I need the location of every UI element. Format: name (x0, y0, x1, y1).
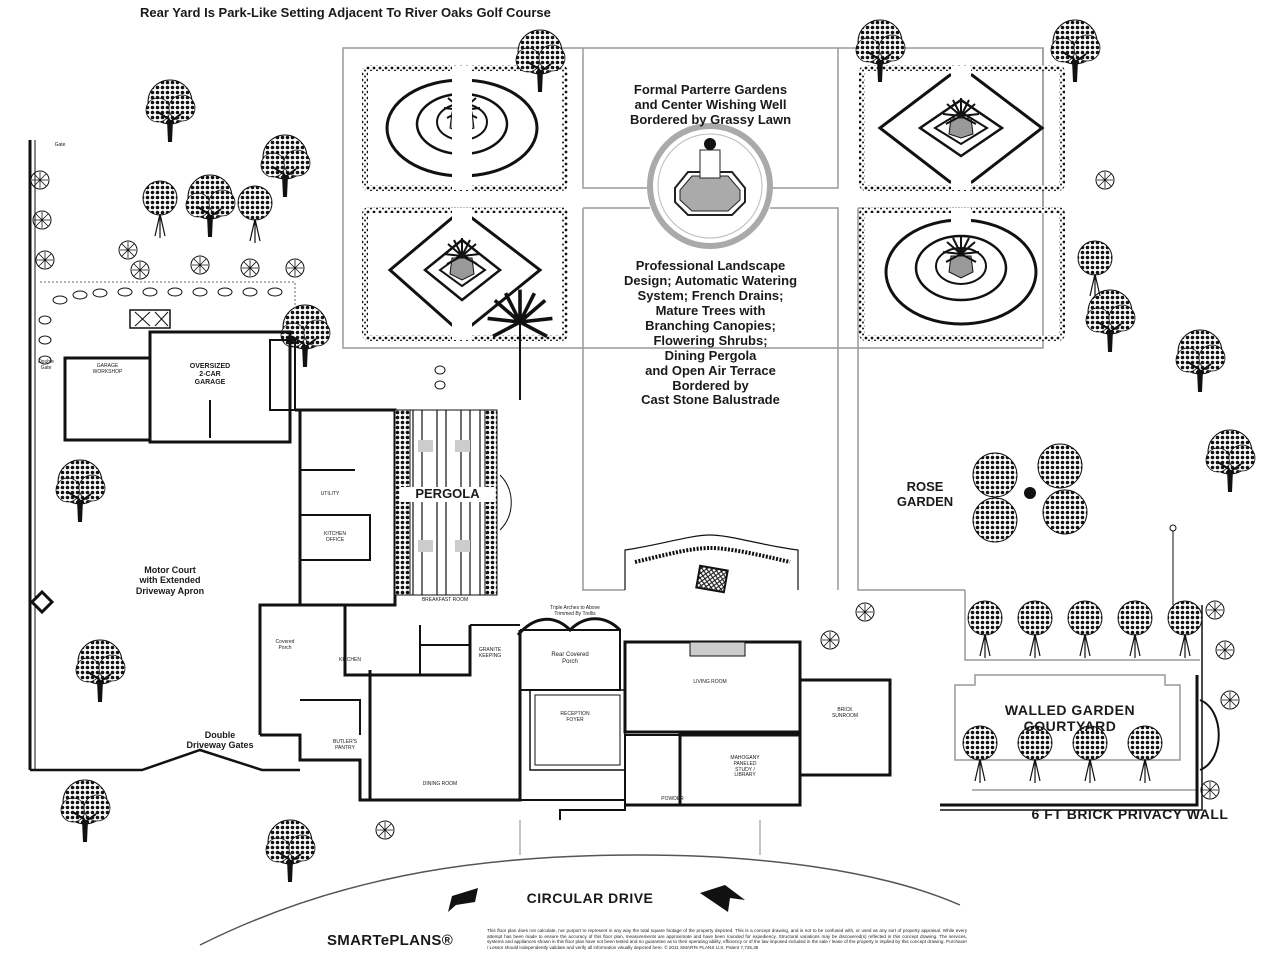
plan-title: Rear Yard Is Park-Like Setting Adjacent … (140, 5, 551, 20)
label-landscape-features: Professional Landscape Design; Automatic… (623, 258, 798, 408)
stepping-stones (38, 287, 446, 390)
balustrade-terrace (624, 534, 799, 594)
wishing-well (647, 123, 773, 249)
label-breakfast-room: BREAKFAST ROOM (421, 597, 469, 603)
rear-yard-boundary (342, 47, 1044, 591)
disclaimer-text: This floor plan does not calculate, nor … (487, 928, 967, 950)
arrow-left-icon (448, 888, 478, 912)
pergola (394, 409, 512, 596)
circular-drive (199, 820, 961, 946)
label-circular-drive: CIRCULAR DRIVE (526, 890, 654, 906)
parterre-garden-bottom-left (362, 207, 568, 341)
label-brick-sunroom: BRICK SUNROOM (831, 707, 859, 719)
label-covered-porch: Covered Porch (275, 639, 295, 651)
parterre-garden-top-left (362, 65, 568, 191)
label-kitchen-office: KITCHEN OFFICE (324, 531, 346, 543)
label-garage-workshop: GARAGE WORKSHOP (92, 363, 123, 375)
label-granite-keeping: GRANITE KEEPING (478, 647, 502, 659)
smarteplans-logo: SMARTePLANS® (327, 932, 454, 949)
label-mahogany-library: MAHOGANY PANELED STUDY / LIBRARY (730, 755, 760, 779)
label-living-room: LIVING ROOM (693, 679, 727, 685)
walled-garden (940, 590, 1220, 811)
label-utility: UTILITY (320, 491, 340, 497)
label-driveway-gates: Double Driveway Gates (186, 730, 254, 751)
label-rose-garden: ROSE GARDEN (896, 479, 954, 509)
label-reception-foyer: RECEPTION FOYER (560, 711, 590, 723)
garage (63, 309, 296, 444)
rose-garden-beds (972, 443, 1177, 605)
parterre-garden-top-right (859, 65, 1065, 191)
label-motor-court: Motor Court with Extended Driveway Apron (135, 565, 205, 596)
label-privacy-wall: 6 FT BRICK PRIVACY WALL (1031, 806, 1229, 822)
left-property-wall (28, 140, 300, 772)
label-double-gate: Double Gate (38, 359, 54, 371)
label-walled-garden: WALLED GARDEN COURTYARD (1004, 702, 1136, 735)
parterre-garden-bottom-right (859, 207, 1065, 341)
palm-tree (485, 287, 555, 400)
label-pergola: PERGOLA (400, 486, 495, 502)
label-kitchen: KITCHEN (339, 657, 361, 663)
label-rear-covered-porch: Rear Covered Porch (551, 652, 589, 665)
label-dining-room: DINING ROOM (422, 781, 458, 787)
house-walls (258, 408, 892, 820)
label-triple-arches: Triple Arches to Above Trimmed By Trelli… (550, 605, 600, 617)
label-garage: OVERSIZED 2-CAR GARAGE (189, 363, 231, 387)
label-powder: POWDER (661, 796, 684, 802)
arrow-right-icon (700, 885, 745, 912)
label-parterre-gardens: Formal Parterre Gardens and Center Wishi… (629, 82, 792, 127)
label-gate: Gate (54, 142, 66, 148)
label-butlers-pantry: BUTLER'S PANTRY (332, 739, 358, 751)
